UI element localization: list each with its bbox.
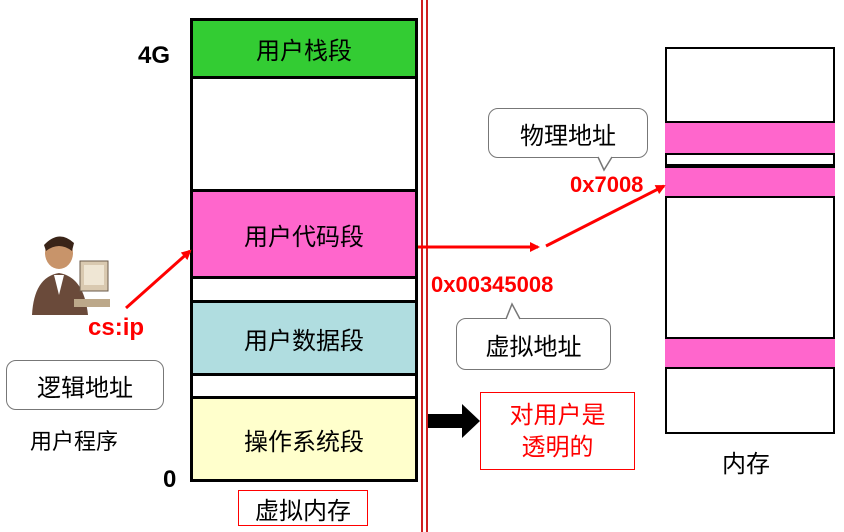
user-code-segment: 用户代码段	[190, 189, 418, 279]
user-at-computer-icon	[32, 236, 110, 315]
memory-band-3	[665, 337, 835, 369]
user-program-label: 用户程序	[30, 430, 119, 455]
cs-ip-label: cs:ip	[88, 314, 145, 341]
user-data-segment: 用户数据段	[190, 300, 418, 376]
physical-memory-column	[665, 47, 835, 434]
memory-band-2	[665, 166, 835, 198]
physical-address-callout: 物理地址	[488, 108, 648, 158]
bottom-address-label: 0	[163, 466, 177, 493]
cs-ip-to-code-arrow	[125, 249, 192, 310]
physical-callout-tail	[597, 156, 613, 172]
virtual-callout-tail	[505, 302, 521, 320]
virtual-address-callout: 虚拟地址	[456, 318, 611, 370]
black-right-arrow	[428, 404, 480, 438]
physical-address-value: 0x7008	[570, 172, 644, 197]
physical-memory-caption: 内存	[722, 450, 770, 478]
logical-address-callout: 逻辑地址	[6, 360, 164, 410]
memory-separator	[665, 164, 835, 166]
transparent-note: 对用户是 透明的	[480, 392, 635, 470]
virtual-address-value: 0x00345008	[431, 272, 554, 297]
divider-line	[421, 0, 428, 532]
user-stack-segment: 用户栈段	[190, 18, 418, 79]
os-segment: 操作系统段	[190, 396, 418, 482]
top-address-label: 4G	[138, 42, 171, 69]
memory-band-1	[665, 121, 835, 155]
virtual-memory-caption: 虚拟内存	[238, 490, 368, 526]
